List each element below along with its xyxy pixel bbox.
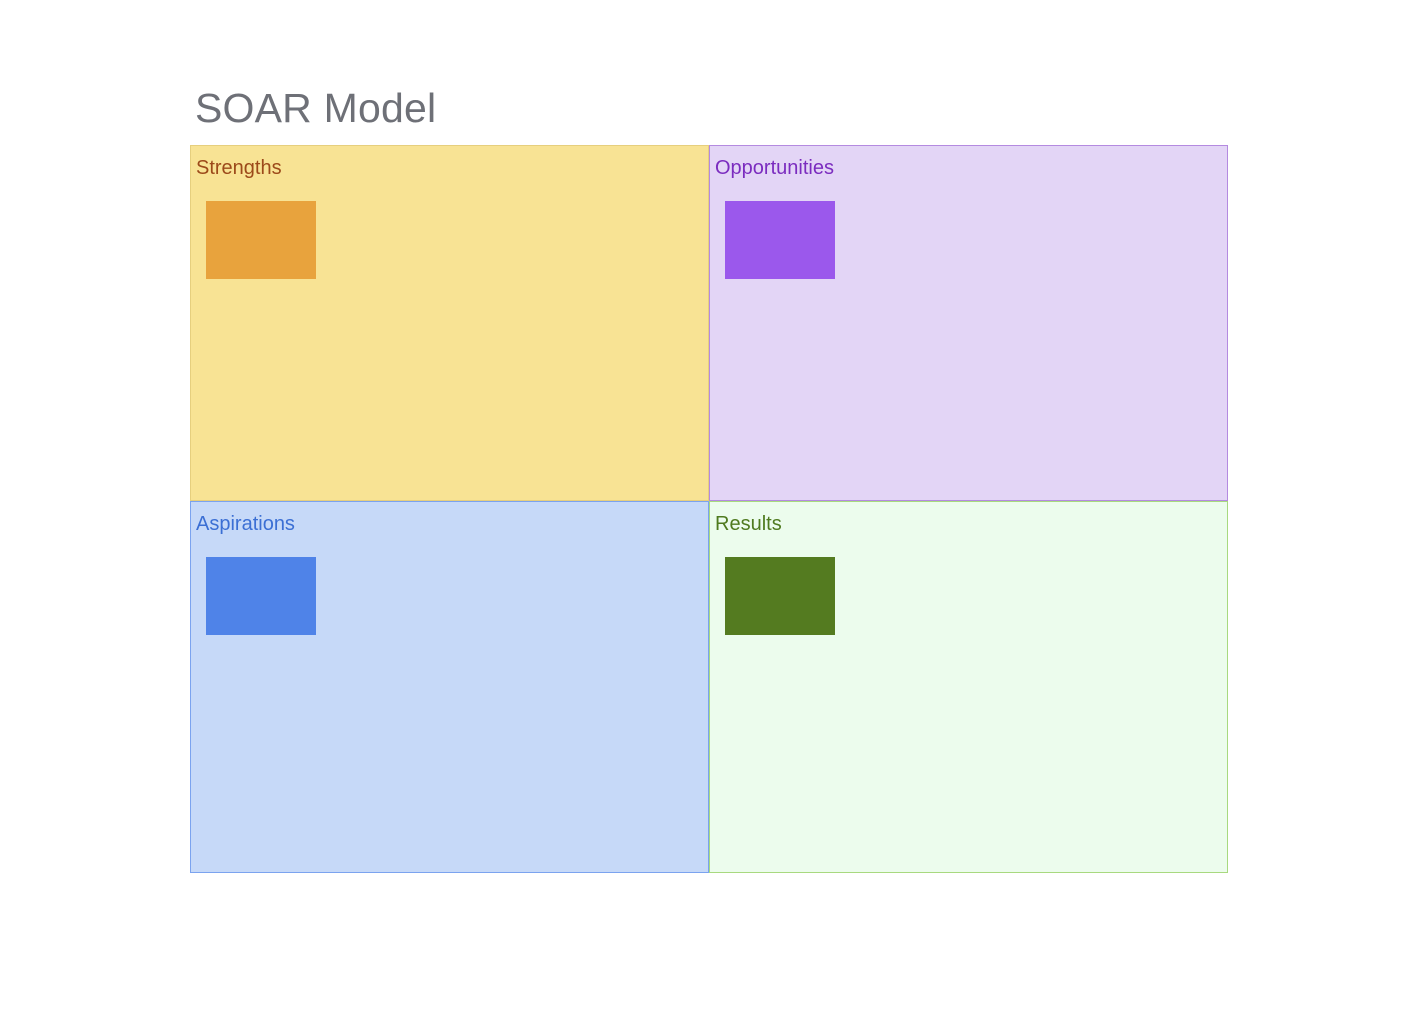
quadrant-label-aspirations: Aspirations: [196, 513, 295, 535]
color-swatch-opportunities: [725, 201, 835, 279]
quadrant-opportunities[interactable]: Opportunities: [709, 145, 1228, 501]
quadrant-label-opportunities: Opportunities: [715, 157, 834, 179]
quadrant-label-results: Results: [715, 513, 782, 535]
soar-matrix: Strengths Opportunities Aspirations Resu…: [190, 145, 1228, 873]
color-swatch-aspirations: [206, 557, 316, 635]
color-swatch-results: [725, 557, 835, 635]
quadrant-aspirations[interactable]: Aspirations: [190, 501, 709, 873]
quadrant-label-strengths: Strengths: [196, 157, 282, 179]
quadrant-results[interactable]: Results: [709, 501, 1228, 873]
quadrant-strengths[interactable]: Strengths: [190, 145, 709, 501]
color-swatch-strengths: [206, 201, 316, 279]
page-title: SOAR Model: [195, 85, 437, 131]
